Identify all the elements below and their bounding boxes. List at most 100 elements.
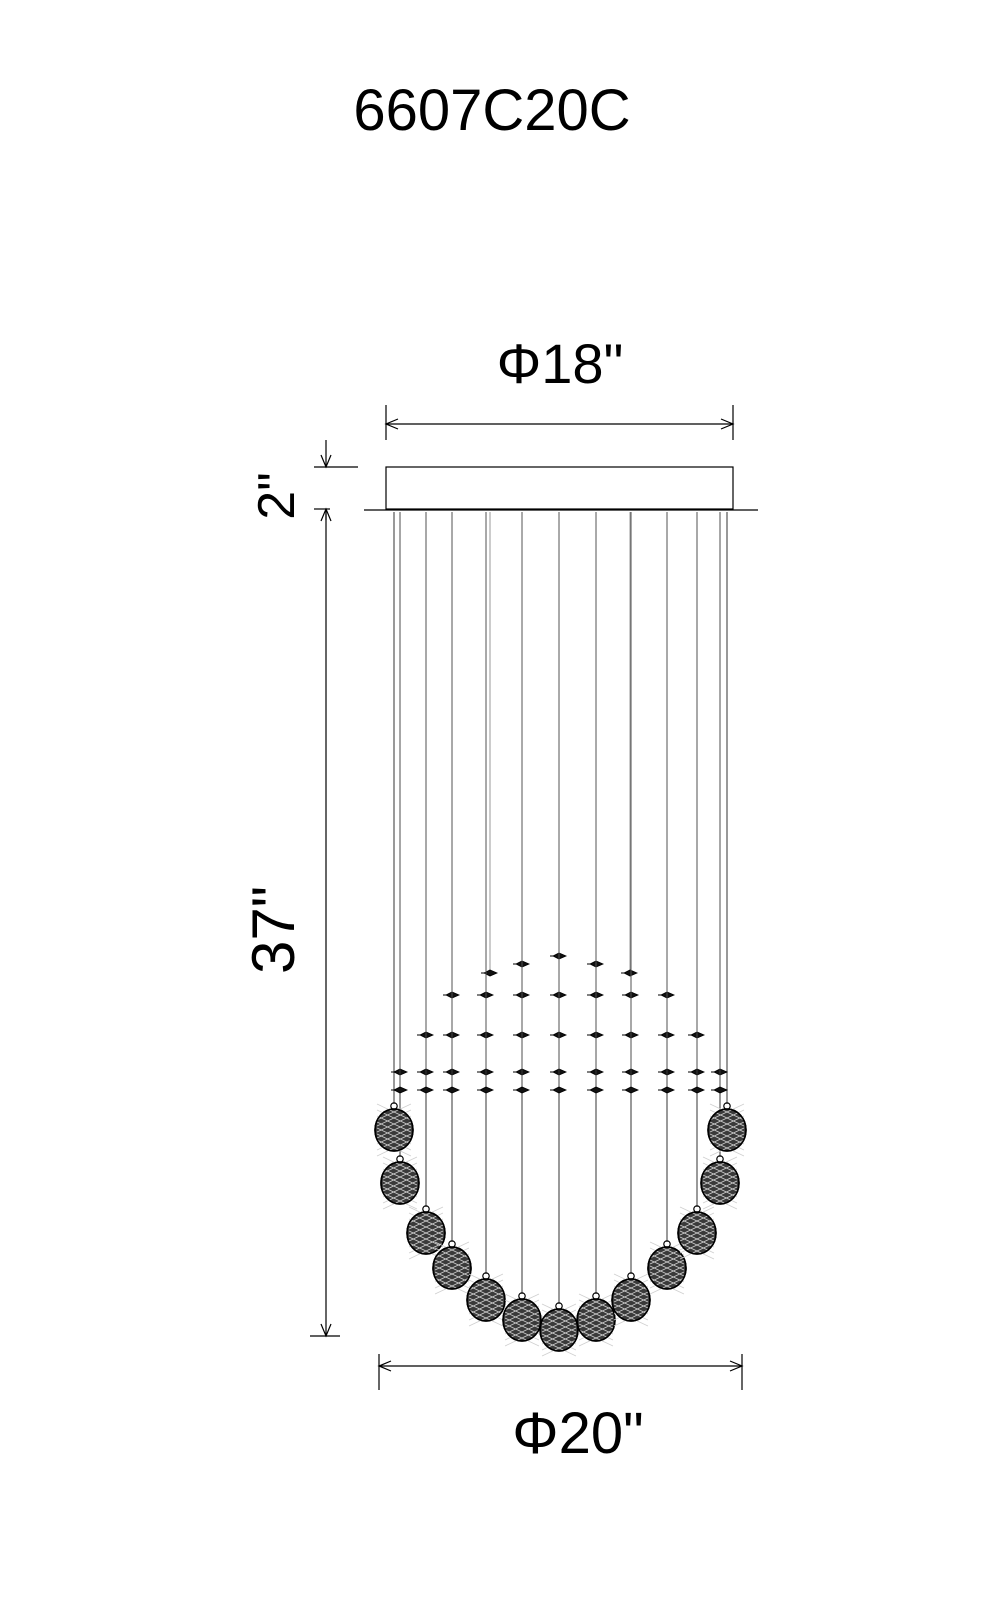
canopy-height-label: 2" bbox=[248, 472, 306, 519]
crystal-ball bbox=[502, 1292, 542, 1347]
ball-facet bbox=[376, 1139, 412, 1157]
canopy bbox=[364, 466, 758, 511]
ball-facet bbox=[504, 1329, 540, 1347]
crystal-bead bbox=[552, 1068, 568, 1076]
ball-facet bbox=[578, 1317, 614, 1335]
ball-facet bbox=[468, 1291, 504, 1309]
crystal-bead bbox=[515, 991, 531, 999]
crystal-bead bbox=[589, 1086, 605, 1094]
crystal-bead bbox=[624, 1031, 640, 1039]
crystal-bead bbox=[589, 1068, 605, 1076]
crystal-bead bbox=[713, 1068, 729, 1076]
ball-facet bbox=[702, 1168, 738, 1186]
model-number-title: 6607C20C bbox=[353, 78, 630, 143]
crystal-ball bbox=[677, 1205, 717, 1260]
crystal-bead bbox=[660, 1068, 676, 1076]
crystal-bead bbox=[623, 969, 639, 977]
crystal-bead bbox=[552, 1031, 568, 1039]
ball-facet bbox=[702, 1192, 738, 1210]
crystal-bead bbox=[445, 1031, 461, 1039]
ball-facet bbox=[709, 1139, 745, 1157]
crystal-bead bbox=[552, 991, 568, 999]
ball-outline bbox=[502, 1298, 542, 1342]
crystal-bead bbox=[445, 991, 461, 999]
crystal-bead bbox=[624, 991, 640, 999]
ball-outline bbox=[700, 1161, 740, 1205]
crystal-ball bbox=[406, 1205, 446, 1260]
crystal-bead bbox=[479, 1031, 495, 1039]
ball-facet bbox=[468, 1273, 504, 1291]
crystal-bead bbox=[624, 1068, 640, 1076]
ball-facet bbox=[613, 1273, 649, 1291]
ball-outline bbox=[406, 1211, 446, 1255]
ball-facet bbox=[613, 1291, 649, 1309]
ball-facet bbox=[702, 1174, 738, 1192]
ball-facet bbox=[679, 1206, 715, 1224]
crystal-bead bbox=[552, 952, 568, 960]
crystal-ball-ring bbox=[374, 1102, 747, 1357]
ball-facet bbox=[709, 1115, 745, 1133]
crystal-bead bbox=[445, 1086, 461, 1094]
crystal-bead bbox=[419, 1031, 435, 1039]
ball-outline bbox=[432, 1246, 472, 1290]
ball-facet bbox=[649, 1265, 685, 1283]
crystal-bead bbox=[419, 1086, 435, 1094]
crystal-bead bbox=[589, 991, 605, 999]
ball-facet bbox=[649, 1241, 685, 1259]
crystal-ball bbox=[380, 1155, 420, 1210]
ball-facet bbox=[679, 1242, 715, 1260]
crystal-bead bbox=[445, 1068, 461, 1076]
crystal-bead bbox=[552, 1086, 568, 1094]
crystal-bead bbox=[393, 1068, 409, 1076]
ball-facet bbox=[578, 1311, 614, 1329]
ball-facet bbox=[376, 1103, 412, 1121]
crystal-ball bbox=[539, 1302, 579, 1357]
ball-facet bbox=[649, 1253, 685, 1271]
ball-facet bbox=[679, 1224, 715, 1242]
ball-outline bbox=[611, 1278, 651, 1322]
ball-facet bbox=[702, 1180, 738, 1198]
ball-facet bbox=[504, 1311, 540, 1329]
ball-facet bbox=[468, 1309, 504, 1327]
ball-facet bbox=[434, 1241, 470, 1259]
crystal-bead bbox=[690, 1031, 706, 1039]
crystal-bead bbox=[515, 1086, 531, 1094]
ball-facet bbox=[504, 1293, 540, 1311]
ball-facet bbox=[408, 1242, 444, 1260]
ball-facet bbox=[408, 1218, 444, 1236]
ball-facet bbox=[382, 1156, 418, 1174]
crystal-bead bbox=[515, 960, 531, 968]
ball-outline bbox=[576, 1298, 616, 1342]
crystal-bead bbox=[419, 1068, 435, 1076]
crystal-bead bbox=[660, 991, 676, 999]
crystal-bead bbox=[515, 1031, 531, 1039]
ball-facet bbox=[382, 1168, 418, 1186]
ball-facet bbox=[709, 1103, 745, 1121]
crystal-ball bbox=[611, 1272, 651, 1327]
ball-facet bbox=[613, 1309, 649, 1327]
ball-facet bbox=[679, 1230, 715, 1248]
ball-facet bbox=[408, 1224, 444, 1242]
canopy-diameter-label: Φ18" bbox=[497, 332, 624, 395]
crystal-ball bbox=[432, 1240, 472, 1295]
crystal-bead bbox=[660, 1031, 676, 1039]
ball-facet bbox=[578, 1293, 614, 1311]
crystal-bead bbox=[690, 1086, 706, 1094]
ball-outline bbox=[647, 1246, 687, 1290]
ball-facet bbox=[434, 1259, 470, 1277]
suspension-wires bbox=[393, 512, 728, 1304]
crystal-bead bbox=[589, 1031, 605, 1039]
crystal-bead bbox=[713, 1086, 729, 1094]
crystal-bead bbox=[624, 1086, 640, 1094]
fixture-diameter-dimension bbox=[377, 1354, 744, 1390]
crystal-bead bbox=[483, 969, 499, 977]
ball-facet bbox=[382, 1174, 418, 1192]
ball-facet bbox=[613, 1297, 649, 1315]
ball-facet bbox=[434, 1253, 470, 1271]
ball-facet bbox=[613, 1285, 649, 1303]
canopy-diameter-dimension bbox=[384, 405, 735, 440]
crystal-bead bbox=[660, 1086, 676, 1094]
ball-facet bbox=[679, 1218, 715, 1236]
crystal-bead bbox=[479, 991, 495, 999]
